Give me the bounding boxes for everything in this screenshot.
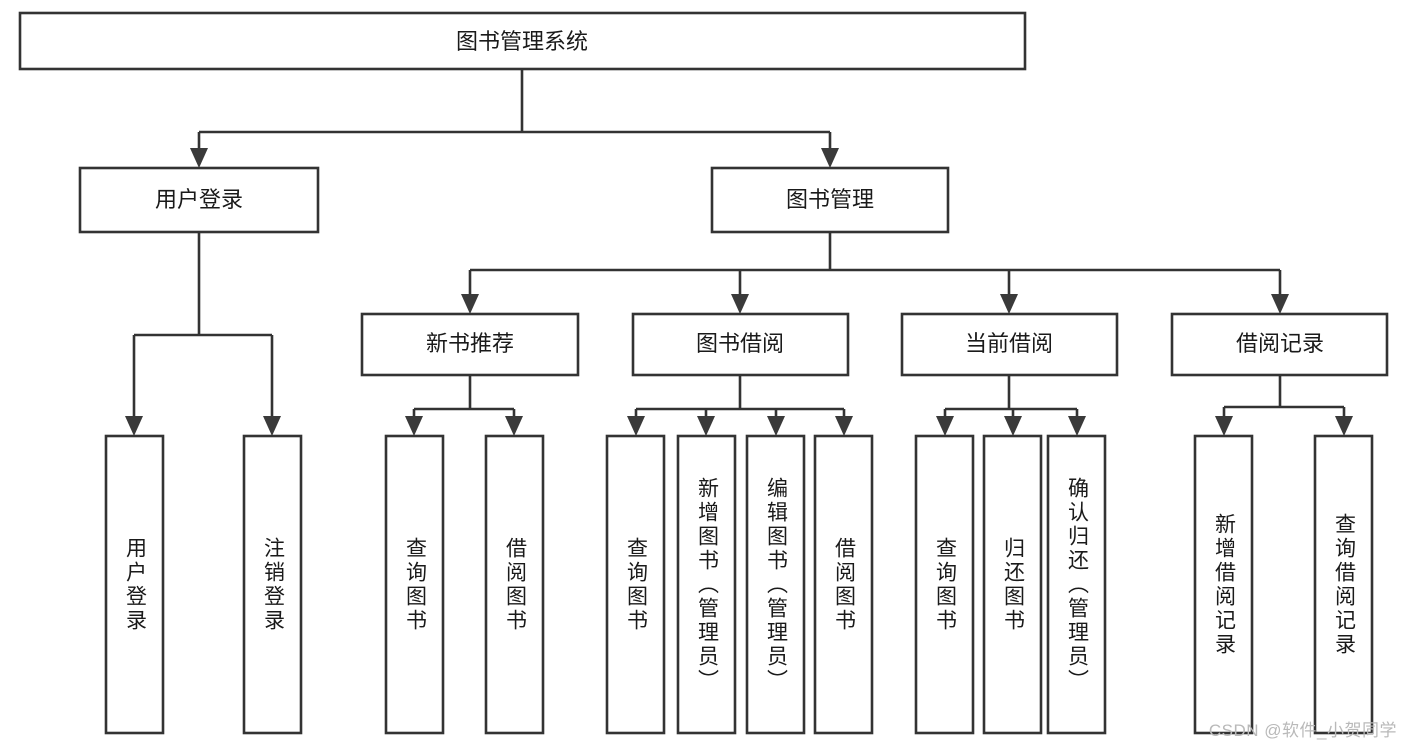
node-leaf-return-book-box[interactable]: [982, 434, 1043, 735]
node-leaf-edit-book-box[interactable]: [745, 434, 806, 735]
node-leaf-borrow-book-1-box[interactable]: [484, 434, 545, 735]
node-leaf-add-book[interactable]: 新增图书（管理员）: [676, 434, 737, 735]
arrow-to-leaf-borrow-book-2: [835, 416, 853, 436]
node-leaf-add-record-box[interactable]: [1193, 434, 1254, 735]
arrow-to-leaf-borrow-book-1: [505, 416, 523, 436]
node-borrow-record[interactable]: 借阅记录: [1170, 312, 1389, 377]
arrow-to-leaf-return-book: [1004, 416, 1022, 436]
node-leaf-query-book-2-label: 查询图书: [625, 537, 649, 633]
node-borrow-record-box[interactable]: [1170, 312, 1389, 377]
node-leaf-query-book-2-box[interactable]: [605, 434, 666, 735]
arrow-root-to-user-login: [190, 148, 208, 168]
arrow-to-leaf-logout-login: [263, 416, 281, 436]
edges-book-borrow-to-leaves: [627, 375, 853, 436]
node-leaf-borrow-book-2[interactable]: 借阅图书: [813, 434, 874, 735]
arrow-to-book-borrow: [731, 294, 749, 314]
node-leaf-query-book-1[interactable]: 查询图书: [384, 434, 445, 735]
arrow-to-leaf-user-login: [125, 416, 143, 436]
node-book-manage-label: 图书管理: [786, 187, 874, 212]
node-leaf-add-record[interactable]: 新增借阅记录: [1193, 434, 1254, 735]
arrow-to-leaf-query-record: [1335, 416, 1353, 436]
node-leaf-query-book-3[interactable]: 查询图书: [914, 434, 975, 735]
node-root-box[interactable]: [18, 11, 1027, 71]
node-leaf-add-record-label: 新增借阅记录: [1213, 513, 1237, 657]
arrow-to-leaf-query-book-2: [627, 416, 645, 436]
node-leaf-borrow-book-2-label: 借阅图书: [833, 537, 857, 633]
node-leaf-edit-book[interactable]: 编辑图书（管理员）: [745, 434, 806, 735]
node-leaf-user-login-label: 用户登录: [124, 537, 148, 633]
node-leaf-confirm-return[interactable]: 确认归还（管理员）: [1046, 434, 1107, 735]
node-new-book-recommend-box[interactable]: [360, 312, 580, 377]
node-user-login-label: 用户登录: [155, 187, 243, 212]
node-borrow-record-label: 借阅记录: [1236, 331, 1324, 356]
node-current-borrow-label: 当前借阅: [965, 331, 1053, 356]
node-leaf-confirm-return-label: 确认归还（管理员）: [1066, 477, 1090, 693]
node-user-login-box[interactable]: [78, 166, 320, 234]
node-leaf-query-record-label: 查询借阅记录: [1333, 513, 1357, 657]
node-book-borrow-label: 图书借阅: [696, 331, 784, 356]
edges-new-book-recommend-to-leaves: [405, 375, 523, 436]
edges-root-to-level2: [190, 69, 839, 168]
node-leaf-query-book-1-box[interactable]: [384, 434, 445, 735]
arrow-to-leaf-edit-book: [767, 416, 785, 436]
node-leaf-add-book-label: 新增图书（管理员）: [696, 477, 720, 693]
node-new-book-recommend[interactable]: 新书推荐: [360, 312, 580, 377]
arrow-to-leaf-add-book: [697, 416, 715, 436]
node-leaf-confirm-return-box[interactable]: [1046, 434, 1107, 735]
node-leaf-borrow-book-1-label: 借阅图书: [504, 537, 528, 633]
arrow-root-to-book-manage: [821, 148, 839, 168]
edges-borrow-record-to-leaves: [1215, 375, 1353, 436]
node-new-book-recommend-label: 新书推荐: [426, 331, 514, 356]
arrow-to-new-book-recommend: [461, 294, 479, 314]
node-leaf-logout-login-box[interactable]: [242, 434, 303, 735]
arrow-to-current-borrow: [1000, 294, 1018, 314]
arrow-to-leaf-add-record: [1215, 416, 1233, 436]
node-book-manage-box[interactable]: [710, 166, 950, 234]
arrow-to-leaf-query-book-1: [405, 416, 423, 436]
node-leaf-query-book-3-label: 查询图书: [934, 537, 958, 633]
node-leaf-query-book-1-label: 查询图书: [404, 537, 428, 633]
node-current-borrow-box[interactable]: [900, 312, 1119, 377]
node-leaf-return-book-label: 归还图书: [1002, 537, 1026, 633]
node-leaf-borrow-book-2-box[interactable]: [813, 434, 874, 735]
node-leaf-add-book-box[interactable]: [676, 434, 737, 735]
node-leaf-logout-login[interactable]: 注销登录: [242, 434, 303, 735]
node-leaf-query-record-box[interactable]: [1313, 434, 1374, 735]
node-leaf-edit-book-label: 编辑图书（管理员）: [765, 477, 789, 693]
edges-book-manage-to-level3: [461, 232, 1289, 314]
node-current-borrow[interactable]: 当前借阅: [900, 312, 1119, 377]
node-user-login[interactable]: 用户登录: [78, 166, 320, 234]
node-leaf-query-book-3-box[interactable]: [914, 434, 975, 735]
node-root-label: 图书管理系统: [456, 29, 588, 54]
node-leaf-query-book-2[interactable]: 查询图书: [605, 434, 666, 735]
node-root[interactable]: 图书管理系统: [18, 11, 1027, 71]
node-leaf-user-login-box[interactable]: [104, 434, 165, 735]
arrow-to-leaf-confirm-return: [1068, 416, 1086, 436]
edges-user-login-to-leaves: [125, 232, 281, 436]
node-book-borrow-box[interactable]: [631, 312, 850, 377]
node-book-manage[interactable]: 图书管理: [710, 166, 950, 234]
arrow-to-leaf-query-book-3: [936, 416, 954, 436]
node-leaf-logout-login-label: 注销登录: [262, 537, 286, 633]
node-book-borrow[interactable]: 图书借阅: [631, 312, 850, 377]
node-leaf-return-book[interactable]: 归还图书: [982, 434, 1043, 735]
arrow-to-borrow-record: [1271, 294, 1289, 314]
node-leaf-borrow-book-1[interactable]: 借阅图书: [484, 434, 545, 735]
node-leaf-user-login[interactable]: 用户登录: [104, 434, 165, 735]
edges-current-borrow-to-leaves: [936, 375, 1086, 436]
node-leaf-query-record[interactable]: 查询借阅记录: [1313, 434, 1374, 735]
